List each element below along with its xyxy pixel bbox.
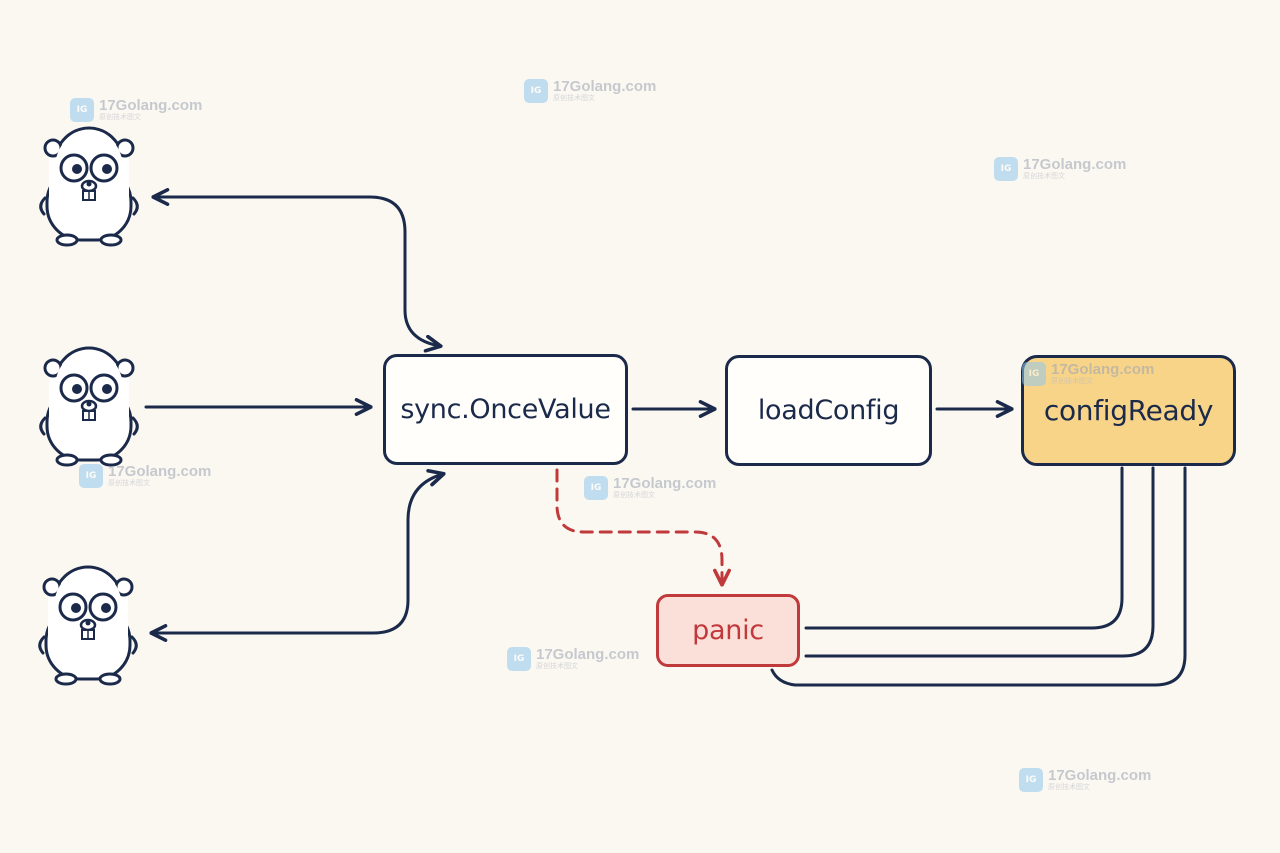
node-panic: panic — [656, 594, 800, 667]
edge-once-panic — [555, 468, 731, 587]
node-sync-oncevalue: sync.OnceValue — [383, 354, 628, 465]
watermark-logo-icon: IG — [584, 476, 608, 500]
watermark-logo-icon: IG — [1022, 362, 1046, 386]
node-loadconfig: loadConfig — [725, 355, 932, 466]
watermark-logo-icon: IG — [524, 79, 548, 103]
gopher-icon — [38, 565, 138, 686]
watermark-logo-icon: IG — [507, 647, 531, 671]
gopher-icon — [39, 126, 139, 247]
node-configready: configReady — [1021, 355, 1236, 466]
watermark-logo-icon: IG — [70, 98, 94, 122]
watermark-logo-icon: IG — [1019, 768, 1043, 792]
edge-ready-return-2 — [804, 466, 1155, 658]
edge-gopher1-once — [151, 188, 443, 353]
edge-ready-return-3 — [770, 466, 1187, 687]
gopher-icon — [39, 346, 139, 467]
edge-gopher3-once — [149, 468, 446, 642]
edge-ready-return-1 — [804, 466, 1124, 630]
watermark-logo-icon: IG — [79, 464, 103, 488]
watermark-logo-icon: IG — [994, 157, 1018, 181]
